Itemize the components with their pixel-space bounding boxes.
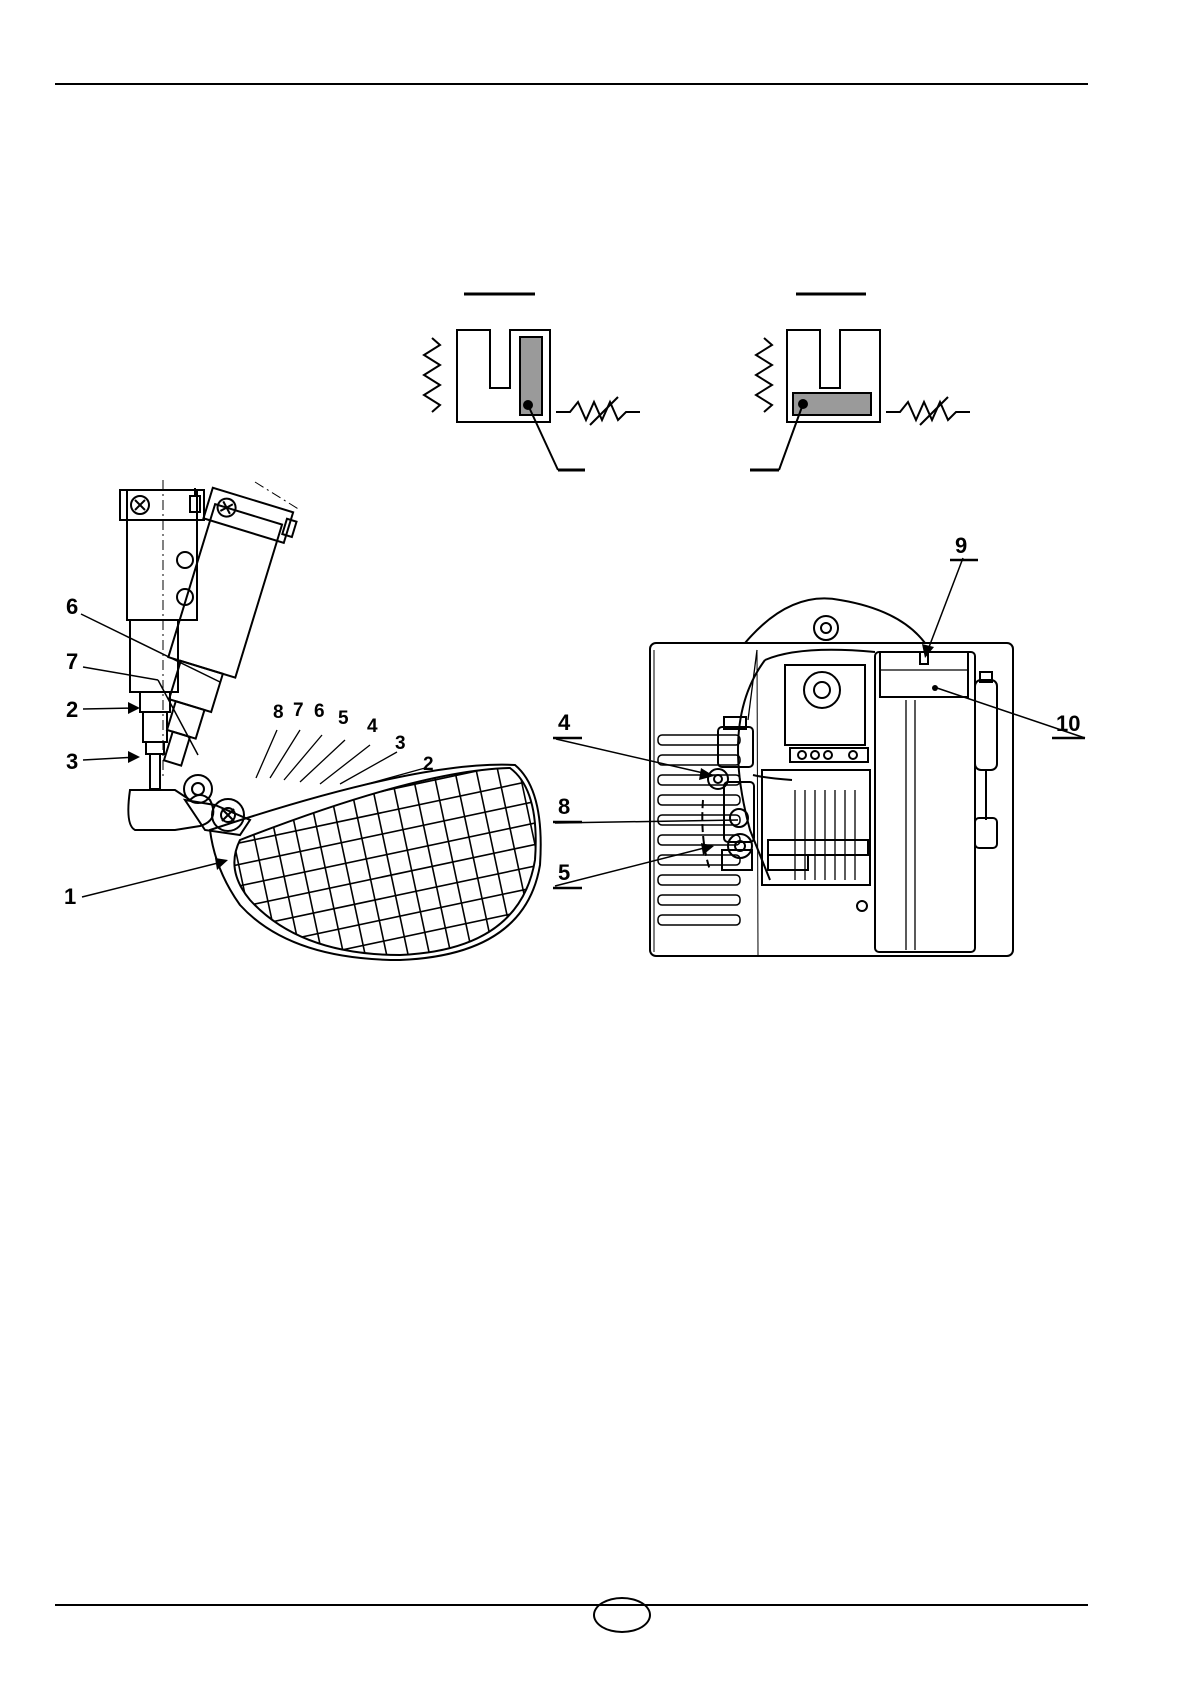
label-electrode-3: 3: [66, 751, 78, 773]
label-electrode-6: 6: [66, 596, 78, 618]
label-burner-8: 8: [558, 796, 570, 818]
label-position-5: 5: [338, 709, 349, 728]
schematic-right: [750, 294, 970, 470]
electrode-assembly: [81, 480, 629, 1056]
burner-body: [553, 558, 1085, 956]
label-position-7: 7: [293, 701, 304, 720]
schematic-left: [424, 294, 640, 470]
label-burner-9: 9: [955, 535, 967, 557]
label-position-4: 4: [367, 717, 378, 736]
label-air-shutter-1: 1: [64, 886, 76, 908]
page-number-badge: [593, 1597, 651, 1633]
label-burner-4: 4: [558, 712, 570, 734]
label-burner-5: 5: [558, 862, 570, 884]
label-position-8: 8: [273, 703, 284, 722]
label-position-3: 3: [395, 734, 406, 753]
label-electrode-2: 2: [66, 699, 78, 721]
label-position-2: 2: [423, 755, 434, 774]
label-burner-10: 10: [1056, 713, 1080, 735]
label-electrode-7: 7: [66, 651, 78, 673]
label-position-6: 6: [314, 702, 325, 721]
